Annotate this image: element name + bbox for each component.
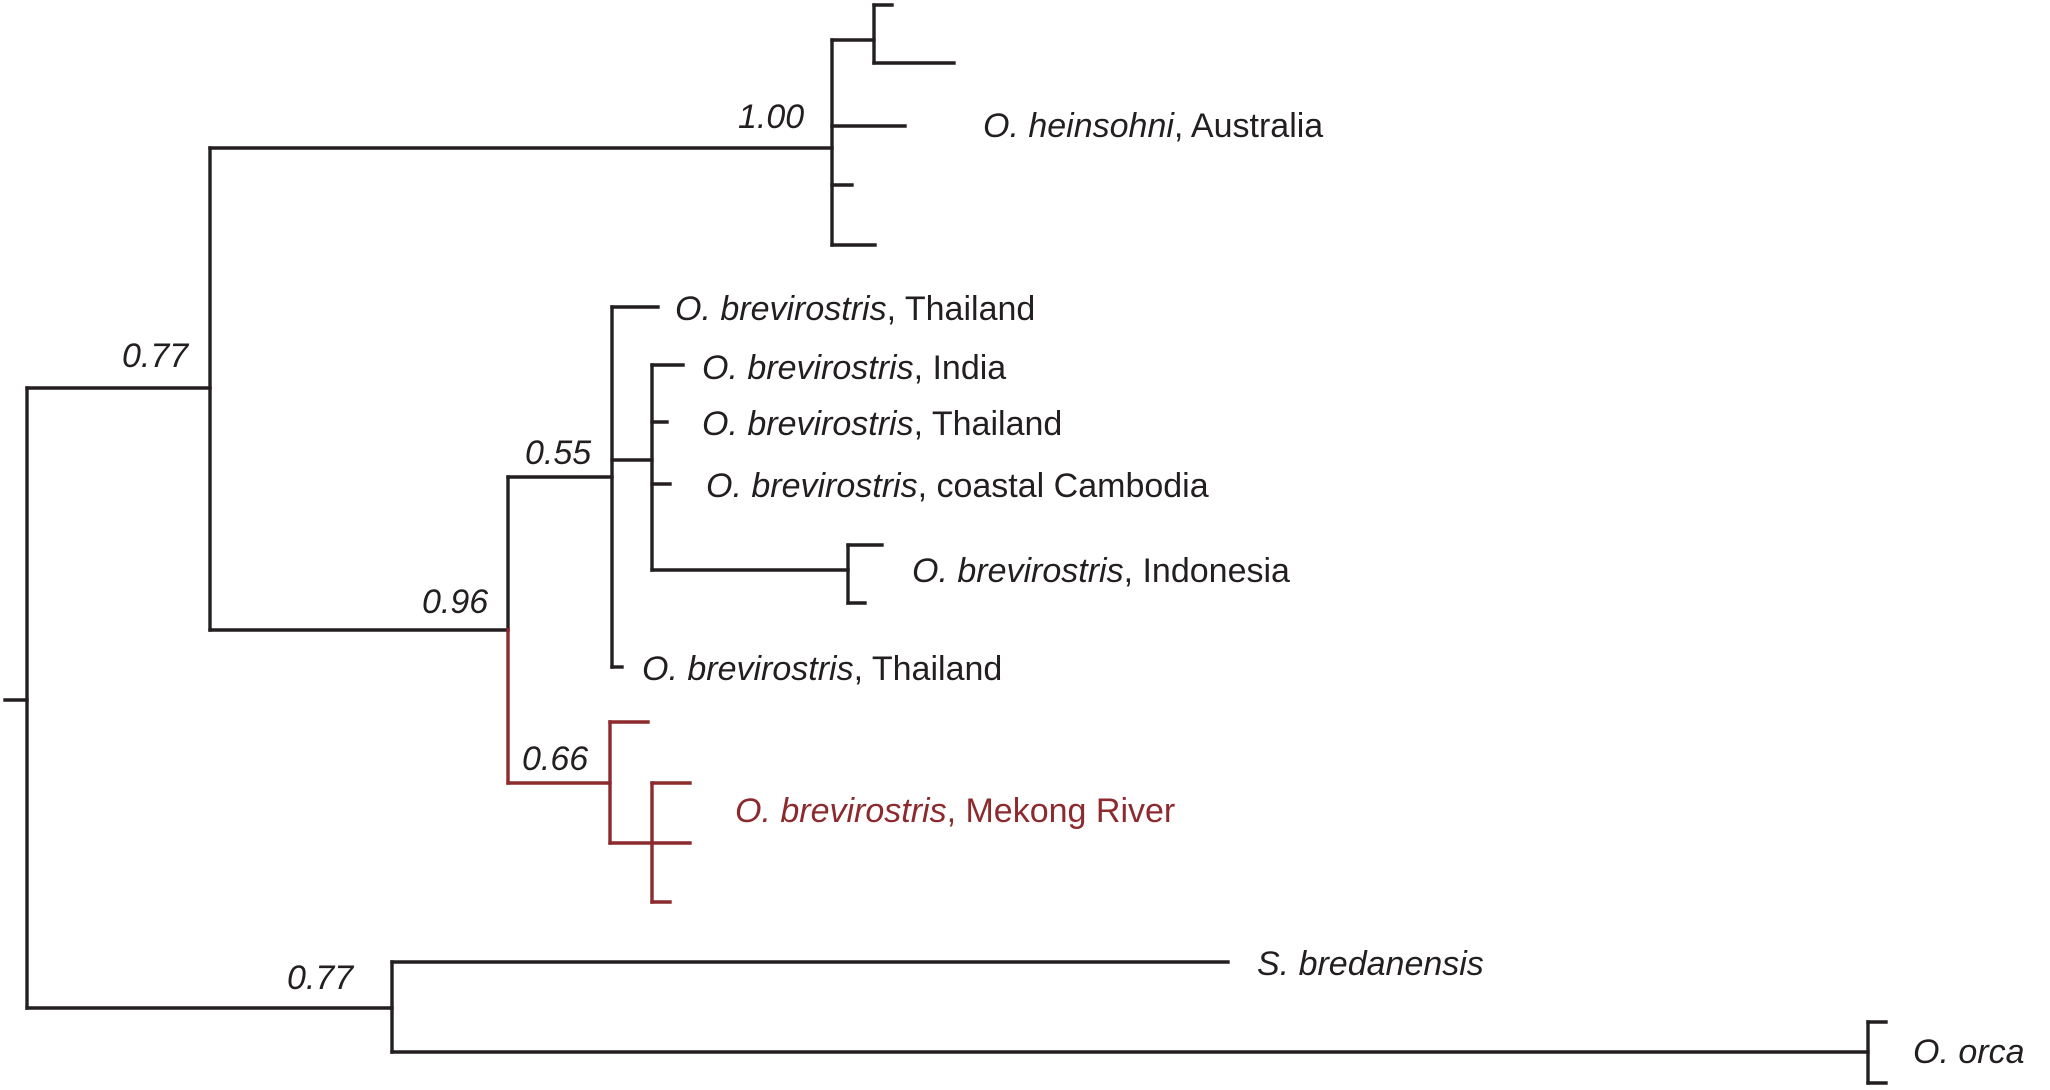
taxon-species: O. brevirostris — [702, 405, 914, 443]
support-values: 1.00 0.77 0.96 0.55 0.66 0.77 — [122, 98, 804, 997]
marine-clade — [610, 305, 884, 669]
taxon-species: O. brevirostris — [735, 792, 947, 830]
taxon-locality: , Thailand — [854, 650, 1003, 688]
support-marine: 0.55 — [525, 434, 591, 472]
taxon-label-india: O. brevirostris, India — [702, 349, 1006, 387]
heinsohni-clade — [830, 3, 956, 247]
taxon-species: O. brevirostris — [675, 290, 887, 328]
taxon-species: O. orca — [1913, 1033, 2024, 1071]
taxon-label-thailand-2: O. brevirostris, Thailand — [702, 405, 1062, 443]
taxon-species: O. brevirostris — [912, 552, 1124, 590]
root-branches — [3, 386, 394, 1010]
taxon-label-coastal-cambodia: O. brevirostris, coastal Cambodia — [706, 467, 1209, 505]
taxon-label-bredanensis: S. bredanensis — [1257, 945, 1484, 983]
brevirostris-clade — [506, 475, 614, 785]
taxon-species: O. heinsohni — [983, 107, 1175, 145]
support-mekong: 0.66 — [522, 740, 588, 778]
taxon-locality: , Thailand — [887, 290, 1036, 328]
support-root-ingroup: 0.77 — [122, 337, 189, 375]
taxon-locality: , Mekong River — [947, 792, 1176, 830]
taxon-locality: , coastal Cambodia — [918, 467, 1209, 505]
taxon-label-thailand-1: O. brevirostris, Thailand — [675, 290, 1035, 328]
taxon-labels: O. heinsohni, Australia O. brevirostris,… — [642, 107, 2024, 1071]
taxon-species: O. brevirostris — [706, 467, 918, 505]
support-heinsohni: 1.00 — [738, 98, 804, 136]
outgroup-clade — [390, 960, 1888, 1085]
support-outgroup: 0.77 — [287, 959, 354, 997]
taxon-label-thailand-3: O. brevirostris, Thailand — [642, 650, 1002, 688]
taxon-locality: , Australia — [1174, 107, 1323, 145]
taxon-locality: , Indonesia — [1124, 552, 1290, 590]
taxon-species: S. bredanensis — [1257, 945, 1484, 983]
taxon-label-heinsohni: O. heinsohni, Australia — [983, 107, 1323, 145]
taxon-locality: , India — [914, 349, 1007, 387]
taxon-label-indonesia: O. brevirostris, Indonesia — [912, 552, 1290, 590]
taxon-locality: , Thailand — [914, 405, 1063, 443]
taxon-label-mekong: O. brevirostris, Mekong River — [735, 792, 1175, 830]
ingroup-node — [208, 146, 834, 632]
mekong-clade — [608, 720, 692, 904]
taxon-species: O. brevirostris — [702, 349, 914, 387]
taxon-species: O. brevirostris — [642, 650, 854, 688]
support-brevirostris: 0.96 — [422, 583, 488, 621]
taxon-label-orca: O. orca — [1913, 1033, 2024, 1071]
